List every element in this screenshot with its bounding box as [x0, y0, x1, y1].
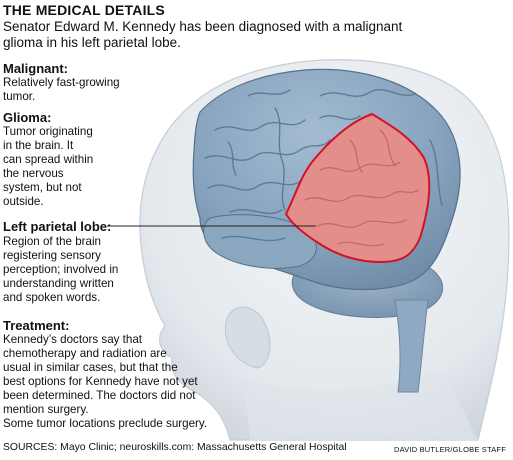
definition-line: mention surgery. — [3, 403, 89, 416]
definition-line: registering sensory — [3, 249, 101, 262]
definition-line: chemotherapy and radiation are — [3, 347, 167, 360]
brain-stem-shape — [394, 299, 429, 393]
term-glioma: Glioma: — [3, 110, 52, 125]
definition-line: Relatively fast-growing — [3, 76, 120, 89]
definition-line: tumor. — [3, 90, 36, 103]
definition-left-parietal-lobe: Region of the brain registering sensory … — [3, 235, 118, 305]
definition-line: Kennedy’s doctors say that — [3, 333, 142, 346]
definition-line: understanding written — [3, 277, 114, 290]
definition-line: outside. — [3, 195, 44, 208]
definition-treatment: Kennedy’s doctors say that chemotherapy … — [3, 333, 207, 431]
term-left-parietal-lobe: Left parietal lobe: — [3, 219, 112, 234]
temporal-lobe-shape — [203, 214, 317, 269]
definition-line: system, but not — [3, 181, 82, 194]
subtitle-line: Senator Edward M. Kennedy has been diagn… — [3, 19, 403, 34]
definition-line: Some tumor locations preclude surgery. — [3, 417, 208, 430]
term-malignant: Malignant: — [3, 61, 68, 76]
sources-line: SOURCES: Mayo Clinic; neuroskills.com: M… — [3, 442, 347, 453]
subtitle: Senator Edward M. Kennedy has been diagn… — [3, 19, 403, 51]
definition-line: perception; involved in — [3, 263, 119, 276]
definition-line: in the brain. It — [3, 139, 74, 152]
definition-malignant: Relatively fast-growing tumor. — [3, 76, 120, 104]
definition-line: best options for Kennedy have not yet — [3, 375, 198, 388]
definition-line: the nervous — [3, 167, 64, 180]
photo-credit: DAVID BUTLER/GLOBE STAFF — [393, 445, 506, 454]
page-title: THE MEDICAL DETAILS — [3, 2, 165, 18]
ear-shape — [224, 306, 271, 369]
definition-glioma: Tumor originating in the brain. It can s… — [3, 125, 93, 209]
definition-line: Tumor originating — [3, 125, 93, 138]
definition-line: usual in similar cases, but that the — [3, 361, 178, 374]
definition-line: Region of the brain — [3, 235, 101, 248]
definition-line: and spoken words. — [3, 291, 101, 304]
term-treatment: Treatment: — [3, 318, 70, 333]
definition-line: can spread within — [3, 153, 94, 166]
subtitle-line: glioma in his left parietal lobe. — [3, 35, 181, 50]
brain-folds — [204, 89, 443, 242]
definition-line: been determined. The doctors did not — [3, 389, 196, 402]
tumor-folds — [304, 129, 419, 247]
